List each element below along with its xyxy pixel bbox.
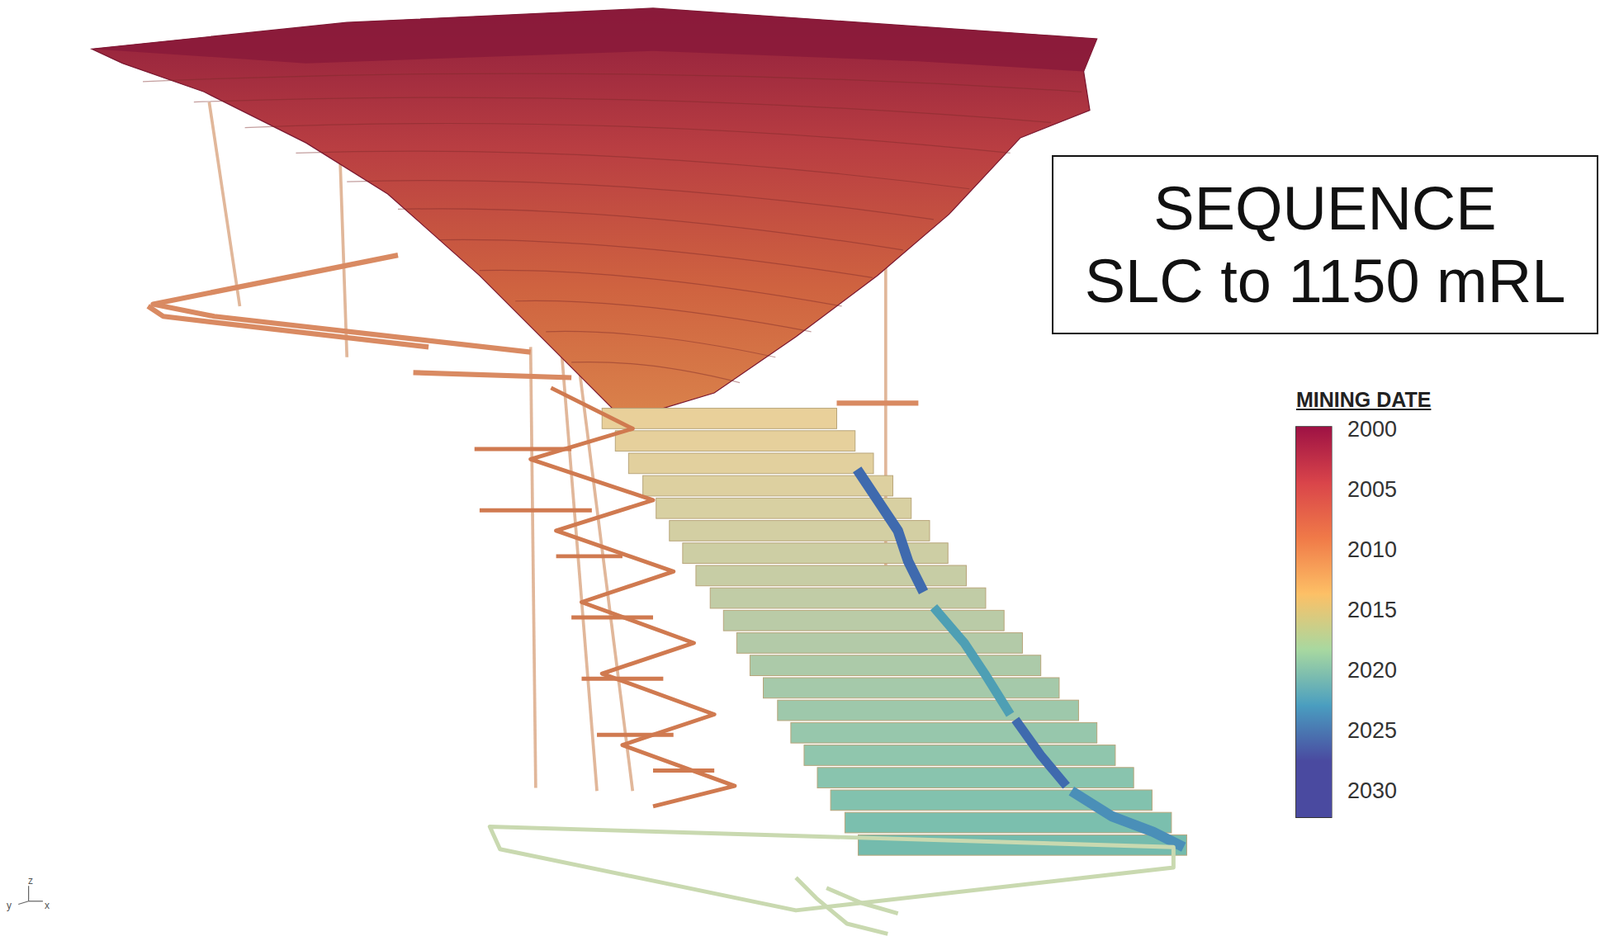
open-pit xyxy=(91,8,1097,409)
colour-bar-segment xyxy=(1296,426,1332,483)
legend-year: 2010 xyxy=(1347,537,1397,564)
axis-label: x xyxy=(44,899,50,912)
legend-heading: MINING DATE xyxy=(1296,388,1431,412)
colour-bar-frame xyxy=(1296,426,1332,819)
colour-bar-segment xyxy=(1296,761,1332,818)
late-stopes xyxy=(856,469,1184,848)
legend-year: 2000 xyxy=(1347,416,1397,443)
colour-bar-segment xyxy=(1296,705,1332,762)
slc-levels xyxy=(601,408,1187,857)
colour-bar-segment xyxy=(1296,593,1332,650)
legend-year: 2015 xyxy=(1347,597,1397,624)
axis-triad xyxy=(18,885,43,905)
footwall-drive xyxy=(489,827,1174,935)
title-box: SEQUENCESLC to 1150 mRL xyxy=(1051,155,1599,335)
legend-year: 2020 xyxy=(1347,657,1397,684)
axis-label: z xyxy=(28,875,34,887)
legend-year: 2030 xyxy=(1347,778,1397,805)
colour-bar-segment xyxy=(1296,649,1332,706)
colour-bar-segment xyxy=(1296,482,1332,539)
legend-year: 2025 xyxy=(1347,718,1397,744)
decline xyxy=(474,388,735,807)
axis-label: y xyxy=(6,899,12,912)
title-text: SEQUENCE xyxy=(1153,172,1496,245)
legend-year: 2005 xyxy=(1347,477,1397,503)
title-text: SLC to 1150 mRL xyxy=(1084,245,1567,318)
colour-bar-segment xyxy=(1296,538,1332,595)
